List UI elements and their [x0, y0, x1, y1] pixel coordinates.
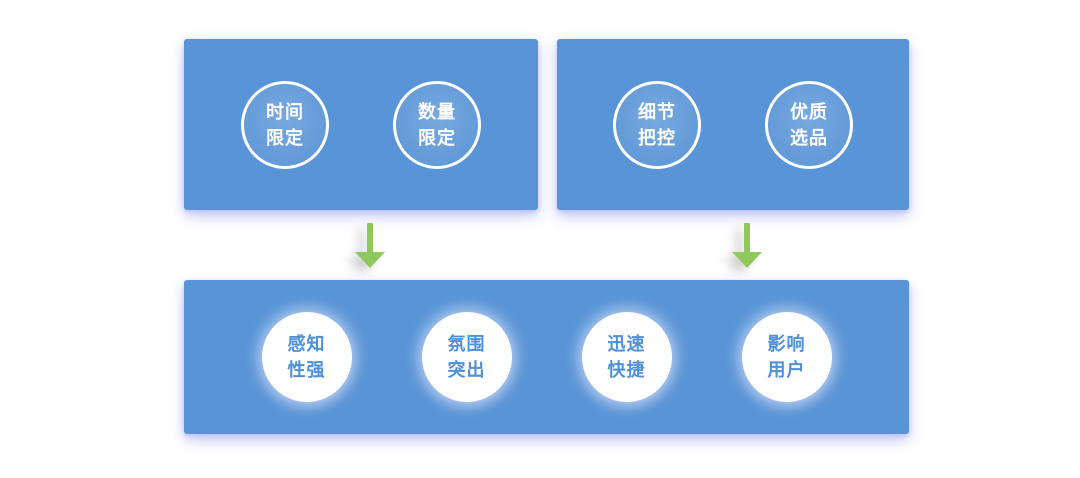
bubble-label-line: 迅速 [607, 334, 646, 354]
bubble-label-line: 限定 [266, 127, 304, 148]
bubble-label-line: 突出 [447, 360, 486, 380]
bubble-prominent-atmosphere: 氛围 突出 [421, 312, 512, 402]
bubble-time-limit: 时间 限定 [241, 80, 329, 169]
bubble-label-line: 氛围 [447, 334, 486, 354]
bubble-label-line: 感知 [287, 334, 326, 354]
arrow-stem [744, 223, 750, 254]
bubble-label-line: 时间 [266, 101, 304, 122]
bubble-label-line: 性强 [287, 360, 326, 380]
down-arrow-icon [355, 223, 385, 269]
arrow-stem [367, 223, 373, 254]
bubble-label-line: 影响 [767, 334, 806, 354]
bubble-label-line: 用户 [767, 360, 806, 380]
bubble-label-line: 快捷 [607, 360, 646, 380]
bubble-label-line: 细节 [638, 101, 676, 122]
down-arrow-icon [732, 223, 762, 269]
top-right-box: 细节 把控 优质 选品 [557, 39, 909, 210]
bubble-label-line: 选品 [790, 127, 828, 148]
bubble-quality-selection: 优质 选品 [765, 80, 853, 169]
bubble-quantity-limit: 数量 限定 [393, 80, 481, 169]
bubble-label-line: 把控 [638, 127, 676, 148]
bubble-label-line: 数量 [418, 101, 456, 122]
bubble-detail-control: 细节 把控 [613, 80, 701, 169]
arrow-head [732, 252, 762, 268]
bubble-strong-perception: 感知 性强 [261, 312, 352, 402]
bubble-fast-quick: 迅速 快捷 [581, 312, 672, 402]
top-left-box: 时间 限定 数量 限定 [184, 39, 538, 210]
bubble-label-line: 优质 [790, 101, 828, 122]
bubble-label-line: 限定 [418, 127, 456, 148]
arrow-head [355, 252, 385, 268]
bottom-box: 感知 性强 氛围 突出 迅速 快捷 影响 用户 [184, 280, 909, 434]
bubble-influence-users: 影响 用户 [741, 312, 832, 402]
